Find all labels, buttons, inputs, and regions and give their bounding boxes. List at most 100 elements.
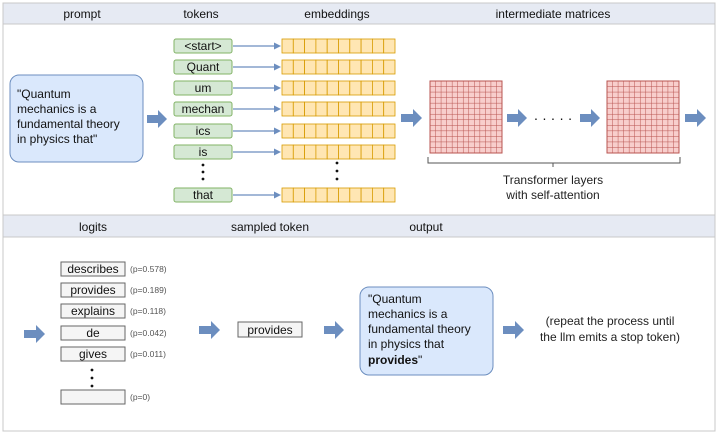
logit-token-label: de <box>86 326 100 340</box>
embedding-cell <box>281 123 294 139</box>
token-to-embedding-arrowhead <box>274 191 281 199</box>
embedding-cell <box>360 59 373 75</box>
embedding-cell <box>315 80 328 96</box>
embedding-cell <box>383 38 396 54</box>
intermediate-matrix-last <box>606 80 680 154</box>
logit-token-box <box>60 325 126 341</box>
embedding-cell <box>326 101 339 117</box>
arrow-output-to-repeat <box>503 321 524 339</box>
output-line-5: provides" <box>368 353 422 367</box>
sampled-token-text: provides <box>247 323 292 337</box>
embedding-row <box>281 80 396 96</box>
prompt-box <box>9 74 144 163</box>
embedding-cell <box>292 59 305 75</box>
logit-probability: (p=0.042) <box>130 328 167 338</box>
logit-token-label: describes <box>67 262 118 276</box>
embedding-cell <box>326 80 339 96</box>
embedding-cell <box>383 59 396 75</box>
arrow-ellipsis-to-matrix <box>580 109 600 127</box>
arrow-into-logits <box>24 325 45 343</box>
embedding-cell <box>292 80 305 96</box>
embedding-cell <box>326 123 339 139</box>
embedding-cell <box>383 123 396 139</box>
embedding-cell <box>315 38 328 54</box>
token-box <box>173 123 233 139</box>
embedding-cell <box>349 80 362 96</box>
embedding-cell <box>349 187 362 203</box>
logit-probability: (p=0.118) <box>130 306 166 316</box>
embedding-cell <box>292 144 305 160</box>
embedding-cell <box>338 101 351 117</box>
embedding-cell <box>371 38 385 54</box>
embeddings-column <box>281 38 396 203</box>
header-sampled-token: sampled token <box>231 220 309 234</box>
embedding-cell <box>315 59 328 75</box>
header-prompt: prompt <box>63 7 101 21</box>
embedding-cell <box>360 38 373 54</box>
embedding-cell <box>281 59 294 75</box>
output-line-4: in physics that <box>368 337 445 351</box>
embedding-cell <box>281 144 294 160</box>
token-to-embedding-arrowhead <box>274 105 281 113</box>
token-label: <start> <box>184 39 221 53</box>
token-label: is <box>199 145 208 159</box>
embedding-cell <box>338 80 351 96</box>
output-bold-token: provides <box>368 353 418 367</box>
embedding-cell <box>292 101 305 117</box>
embedding-cell <box>371 123 385 139</box>
embedding-cell <box>281 187 294 203</box>
logit-token-label: gives <box>79 347 107 361</box>
embedding-cell <box>281 38 294 54</box>
embedding-row <box>281 101 396 117</box>
output-line-3: fundamental theory <box>368 322 471 336</box>
embedding-row <box>281 187 396 203</box>
embedding-cell <box>349 144 362 160</box>
token-label: Quant <box>187 60 220 74</box>
token-to-embedding-arrowhead <box>274 84 281 92</box>
matrix-background <box>606 80 680 154</box>
arrow-matrix-to-ellipsis <box>507 109 527 127</box>
embedding-cell <box>326 144 339 160</box>
repeat-line-2: the llm emits a stop token) <box>540 330 680 344</box>
token-label: ics <box>196 124 211 138</box>
token-to-embedding-arrowhead <box>274 127 281 135</box>
token-box <box>173 59 233 75</box>
header-logits: logits <box>79 220 107 234</box>
token-label: mechan <box>182 102 225 116</box>
prompt-line-3: fundamental theory <box>17 117 120 131</box>
output-line-1: "Quantum <box>368 292 422 306</box>
arrow-embeddings-to-matrix <box>401 109 422 127</box>
embedding-cell <box>326 59 339 75</box>
bottom-header-bar <box>2 214 716 238</box>
embedding-cell <box>383 144 396 160</box>
embedding-cell <box>383 80 396 96</box>
prompt-line-1: "Quantum <box>17 87 71 101</box>
embedding-cell <box>304 144 317 160</box>
token-label: um <box>195 81 212 95</box>
embedding-row <box>281 123 396 139</box>
embedding-vertical-dots <box>335 161 339 181</box>
intermediate-matrix-first <box>429 80 503 154</box>
top-header-bar <box>2 2 716 25</box>
embedding-cell <box>371 101 385 117</box>
embedding-cell <box>304 187 317 203</box>
embedding-cell <box>281 101 294 117</box>
header-embeddings: embeddings <box>304 7 369 21</box>
token-box <box>173 101 233 117</box>
arrow-logits-to-sampled <box>199 321 220 339</box>
embedding-cell <box>371 144 385 160</box>
embedding-cell <box>383 101 396 117</box>
embedding-cell <box>315 187 328 203</box>
embedding-cell <box>360 123 373 139</box>
sampled-token-box <box>237 321 303 338</box>
transformer-brace <box>427 157 681 167</box>
output-line-2: mechanics is a <box>368 307 448 321</box>
embedding-cell <box>349 123 362 139</box>
embedding-cell <box>371 59 385 75</box>
embedding-cell <box>292 38 305 54</box>
embedding-cell <box>315 101 328 117</box>
header-intermediate-matrices: intermediate matrices <box>496 7 611 21</box>
transformer-caption-line-1: Transformer layers <box>503 173 603 187</box>
